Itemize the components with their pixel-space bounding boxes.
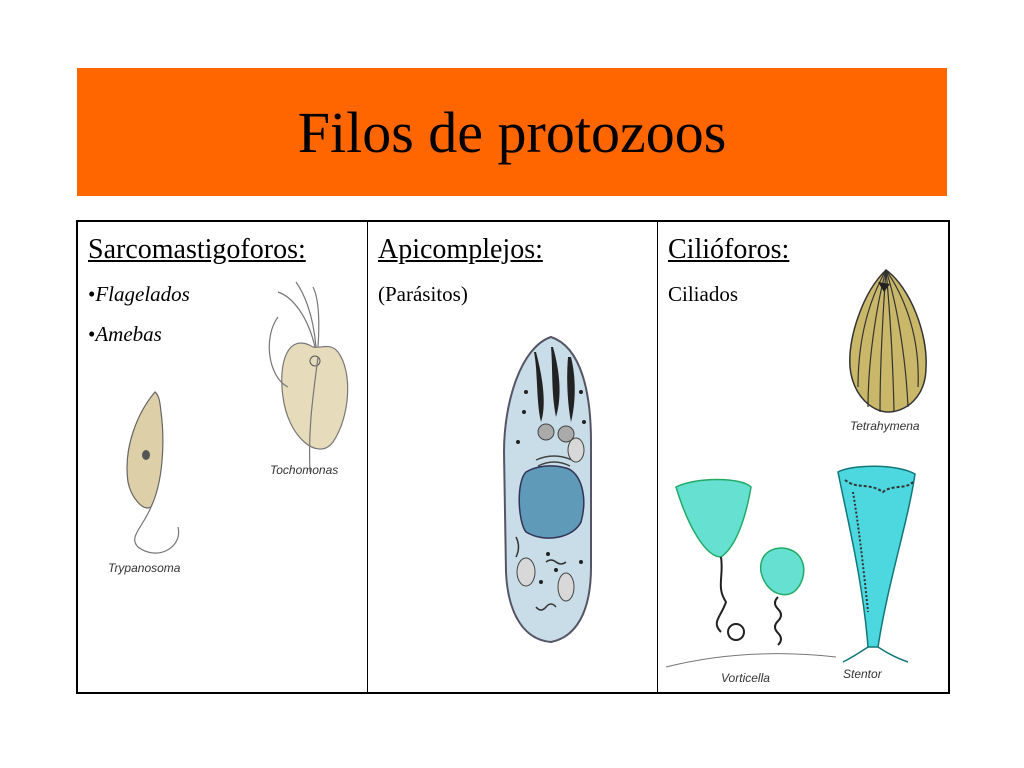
column-heading: Sarcomastigoforos: <box>88 234 306 265</box>
column-subtitle: Ciliados <box>668 282 739 306</box>
tochomonas-illustration: Tochomonas <box>268 281 349 477</box>
tetrahymena-illustration: Tetrahymena <box>849 269 927 433</box>
trypanosoma-illustration: Trypanosoma <box>108 391 181 575</box>
bullet: • <box>88 322 96 346</box>
caption-vorticella: Vorticella <box>721 671 770 685</box>
bullet: • <box>88 282 96 306</box>
vorticella-illustration: Vorticella <box>665 478 837 685</box>
caption-tochomonas: Tochomonas <box>270 463 338 477</box>
title-bar: Filos de protozoos <box>77 68 947 196</box>
list-item-flagelados: •Flagelados <box>88 282 190 307</box>
apicomplexan-cell-illustration <box>502 335 592 644</box>
stentor-illustration: Stentor <box>837 465 916 681</box>
caption-stentor: Stentor <box>843 667 883 681</box>
column-heading: Apicomplejos: <box>378 234 543 265</box>
column-apicomplejos: Apicomplejos: (Parásitos) <box>368 222 658 692</box>
caption-tetrahymena: Tetrahymena <box>850 419 920 433</box>
slide-title: Filos de protozoos <box>297 99 727 165</box>
caption-trypanosoma: Trypanosoma <box>108 561 181 575</box>
column-sarcomastigoforos: Sarcomastigoforos: •Flagelados •Amebas T… <box>78 222 368 692</box>
phyla-table: Sarcomastigoforos: •Flagelados •Amebas T… <box>76 220 950 694</box>
column-heading: Cilióforos: <box>668 234 790 265</box>
item-label: Amebas <box>95 322 162 346</box>
item-label: Flagelados <box>95 282 190 306</box>
column-subtitle: (Parásitos) <box>378 282 468 306</box>
list-item-amebas: •Amebas <box>88 322 162 347</box>
column-cilioforos: Cilióforos: Ciliados Tetrahymena Vortice… <box>658 222 948 692</box>
